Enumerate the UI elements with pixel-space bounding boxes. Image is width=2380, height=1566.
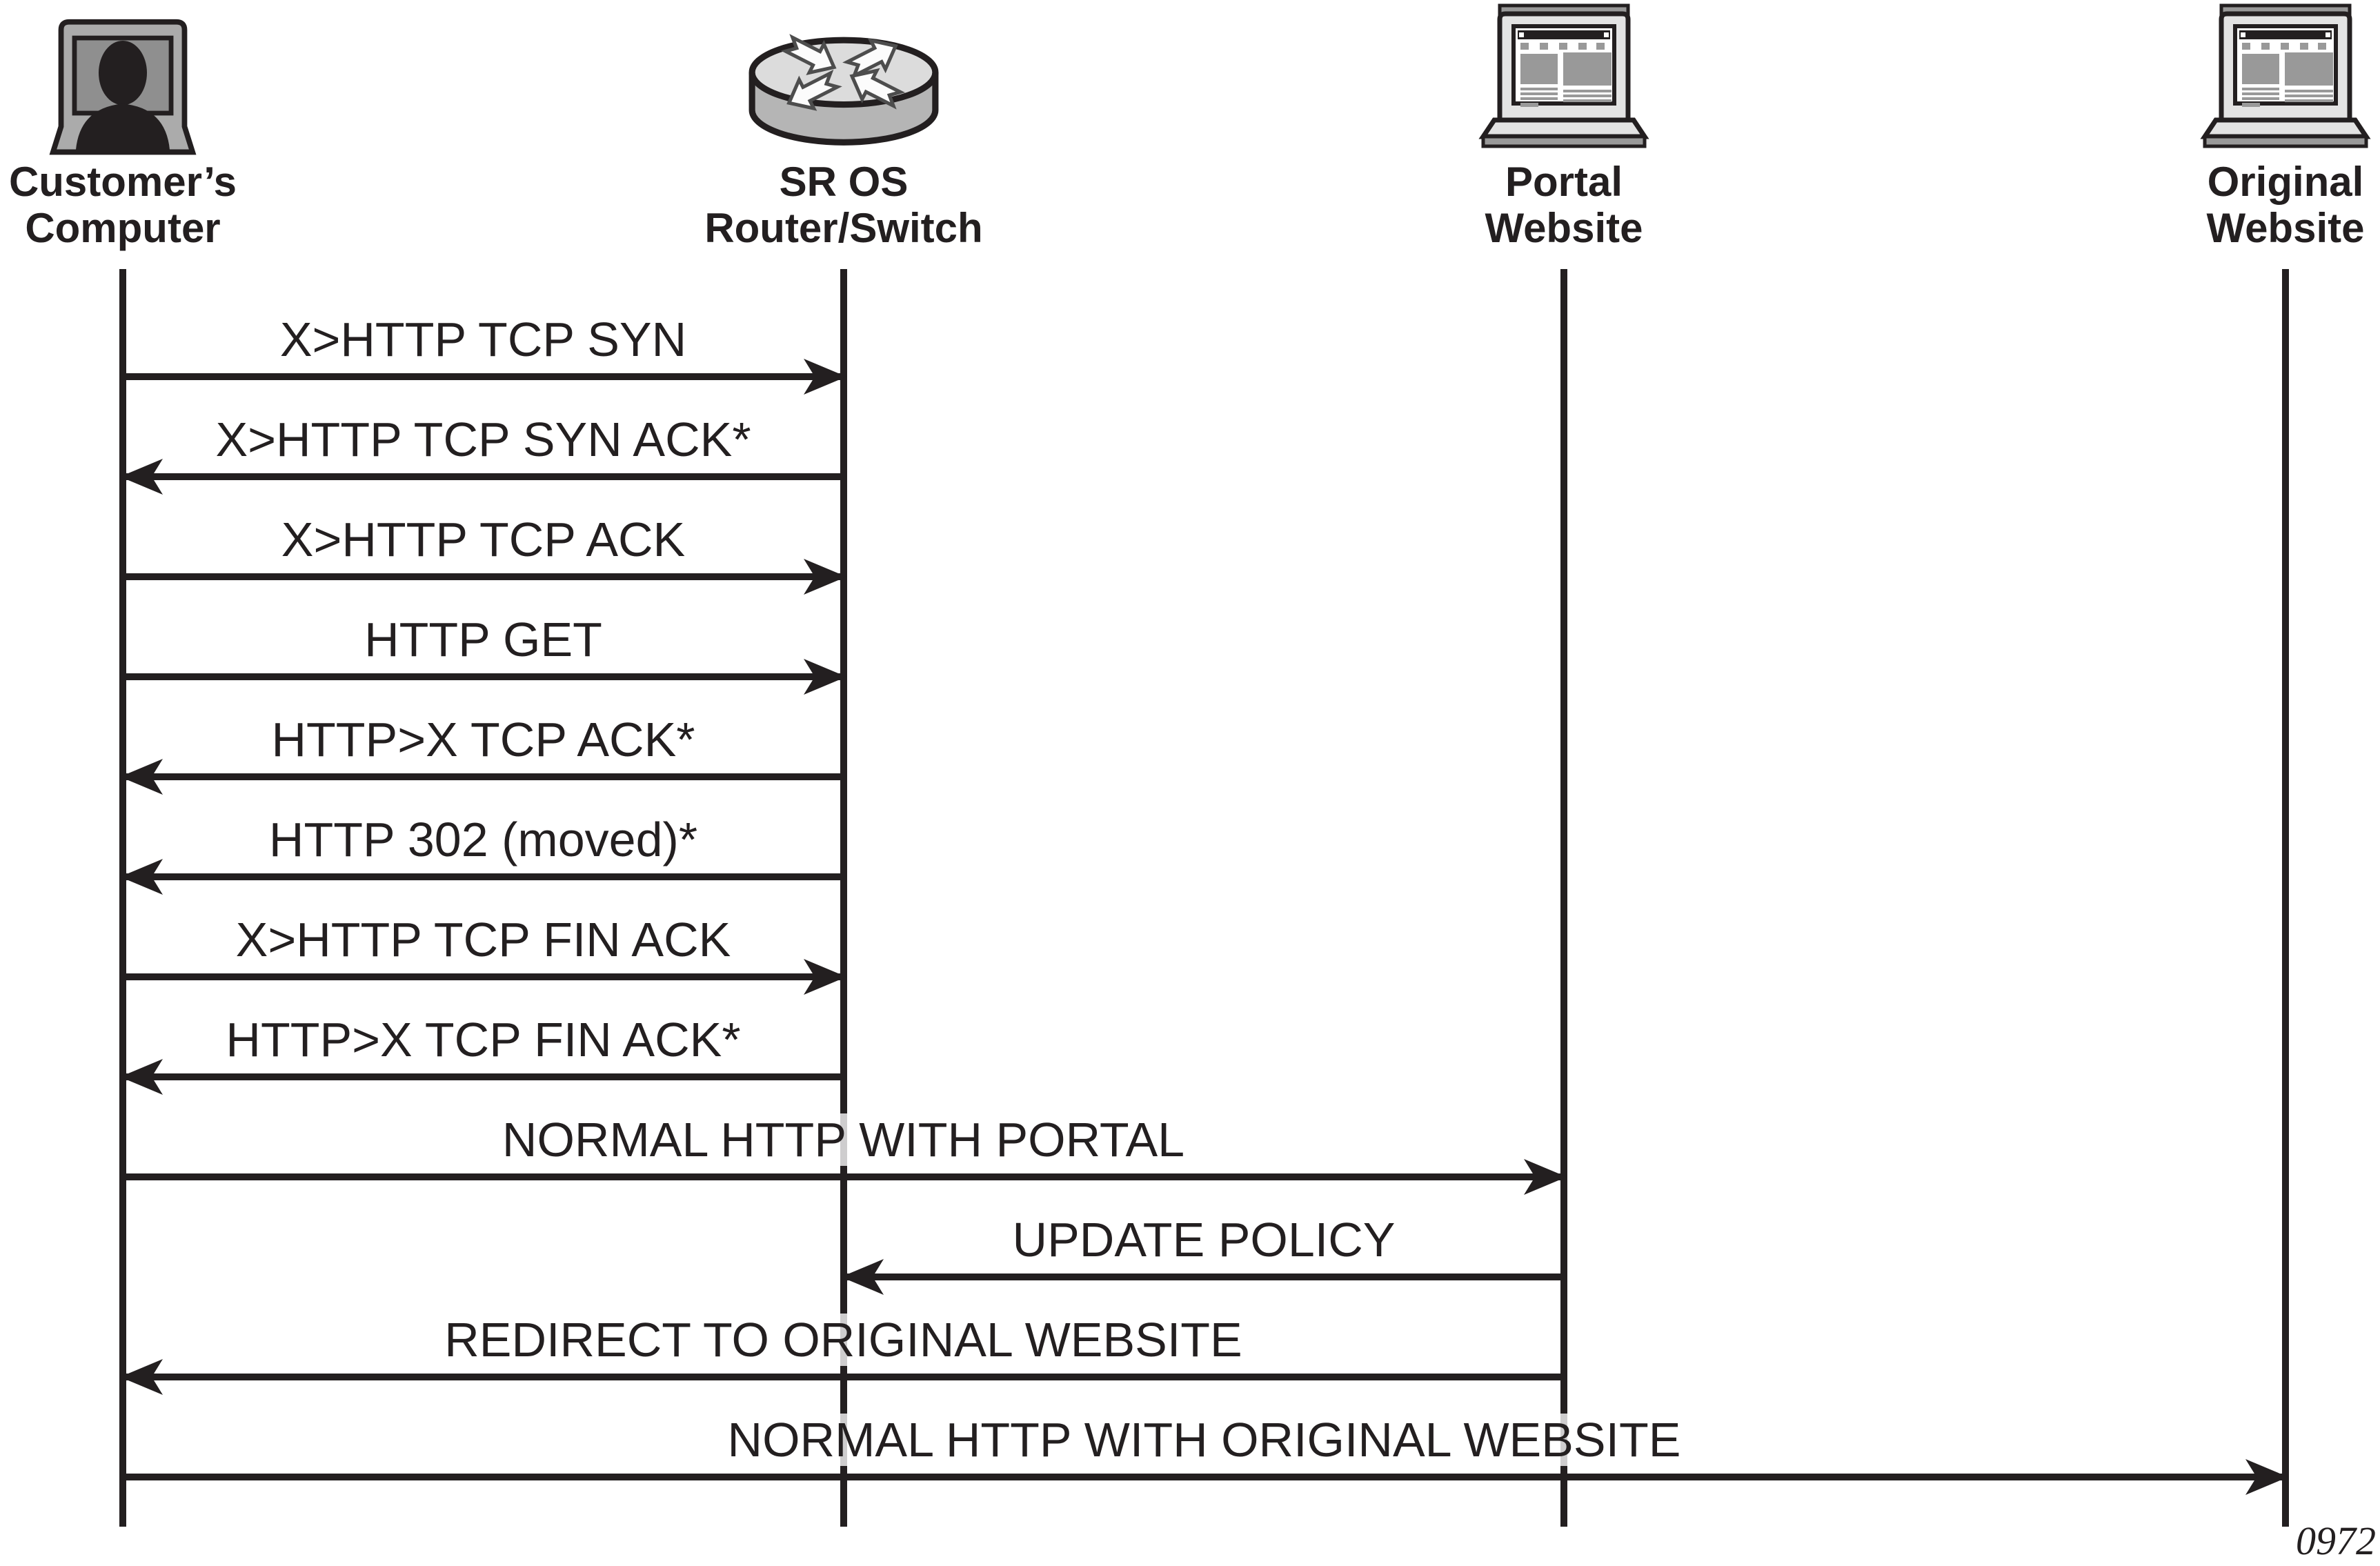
message-label: NORMAL HTTP WITH PORTAL bbox=[495, 1113, 1192, 1166]
laptop-icon bbox=[1478, 3, 1650, 149]
arrowhead-icon bbox=[120, 759, 163, 795]
arrowhead-icon bbox=[804, 959, 846, 995]
arrowhead-icon bbox=[841, 1259, 884, 1295]
router-icon bbox=[746, 29, 942, 148]
laptop-icon bbox=[2199, 3, 2372, 149]
message-line bbox=[844, 1273, 1564, 1280]
message-label: X>HTTP TCP SYN bbox=[272, 313, 694, 366]
message-line bbox=[123, 673, 844, 680]
arrowhead-icon bbox=[804, 559, 846, 595]
message-line bbox=[123, 1474, 2285, 1480]
message-line bbox=[123, 373, 844, 380]
message-line bbox=[123, 1073, 844, 1080]
actor-label: Customer’s Computer bbox=[8, 159, 237, 251]
message-line bbox=[123, 1173, 1564, 1180]
monitor-user-icon bbox=[49, 15, 197, 160]
arrowhead-icon bbox=[120, 459, 163, 495]
message-line bbox=[123, 473, 844, 480]
arrowhead-icon bbox=[804, 659, 846, 695]
message-label: HTTP 302 (moved)* bbox=[261, 813, 705, 866]
arrowhead-icon bbox=[120, 859, 163, 895]
message-label: HTTP GET bbox=[357, 613, 609, 666]
lifeline-customer-computer bbox=[119, 269, 126, 1527]
arrowhead-icon bbox=[2245, 1459, 2288, 1495]
message-label: HTTP>X TCP ACK* bbox=[264, 713, 702, 766]
actor-label: SR OS Router/Switch bbox=[704, 159, 983, 251]
message-label: UPDATE POLICY bbox=[1005, 1213, 1402, 1266]
message-line bbox=[123, 873, 844, 880]
message-label: X>HTTP TCP SYN ACK* bbox=[208, 413, 758, 466]
lifeline-sr-os-router-switch bbox=[840, 269, 847, 1527]
arrowhead-icon bbox=[120, 1359, 163, 1395]
message-line bbox=[123, 1374, 1564, 1380]
message-line bbox=[123, 773, 844, 780]
figure-number: 0972 bbox=[2296, 1518, 2376, 1563]
message-label: REDIRECT TO ORIGINAL WEBSITE bbox=[437, 1314, 1249, 1366]
lifeline-portal-website bbox=[1560, 269, 1567, 1527]
message-label: X>HTTP TCP FIN ACK bbox=[228, 913, 738, 966]
message-label: HTTP>X TCP FIN ACK* bbox=[219, 1013, 748, 1066]
actor-label: Portal Website bbox=[1485, 159, 1643, 251]
arrowhead-icon bbox=[120, 1059, 163, 1095]
lifeline-original-website bbox=[2282, 269, 2289, 1527]
message-label: NORMAL HTTP WITH ORIGINAL WEBSITE bbox=[720, 1414, 1688, 1466]
message-line bbox=[123, 573, 844, 580]
actor-label: Original Website bbox=[2206, 159, 2365, 251]
arrowhead-icon bbox=[804, 359, 846, 395]
message-label: X>HTTP TCP ACK bbox=[274, 513, 693, 566]
message-line bbox=[123, 973, 844, 980]
arrowhead-icon bbox=[1524, 1159, 1567, 1195]
